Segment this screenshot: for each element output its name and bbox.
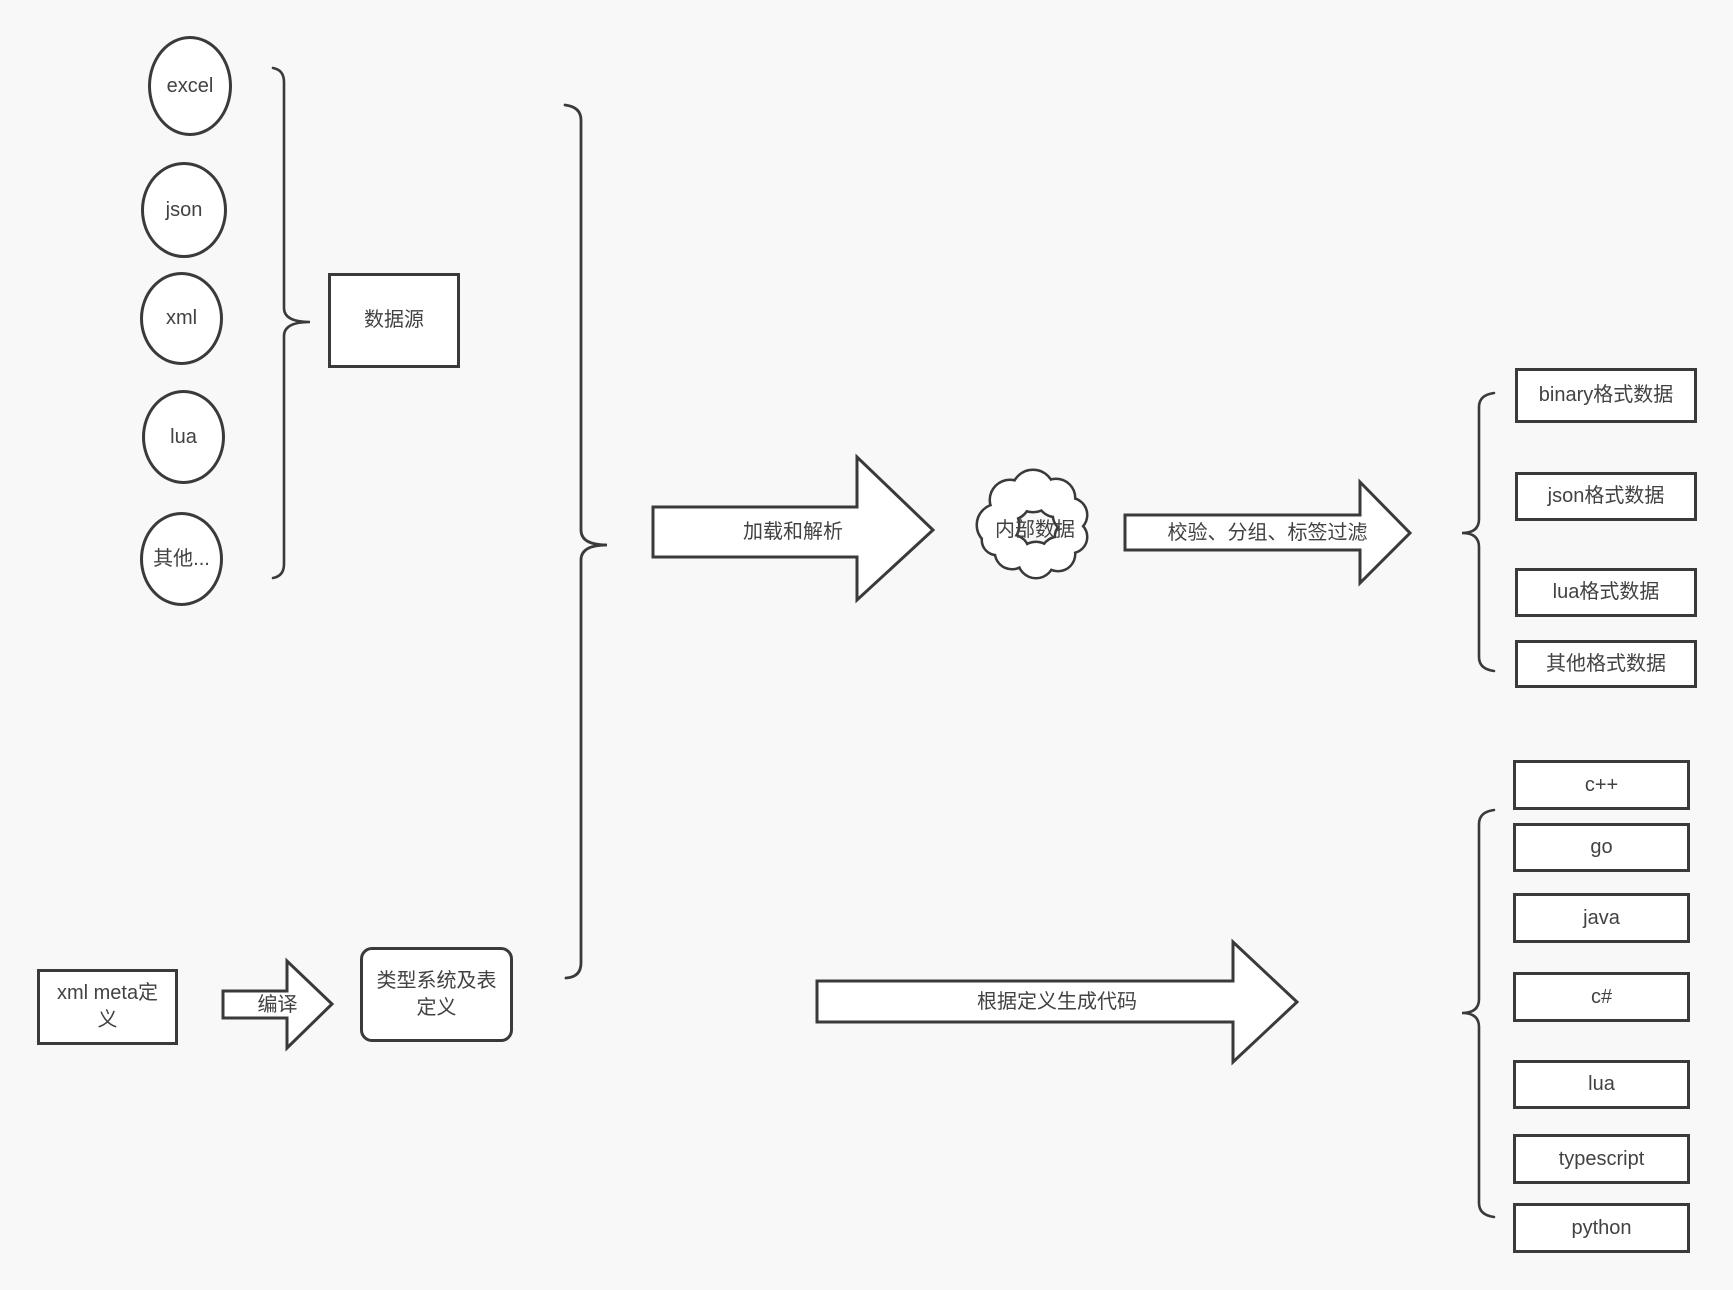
source-label: 其他... — [153, 547, 210, 570]
format-label: lua格式数据 — [1552, 581, 1660, 603]
format-label: 其他格式数据 — [1546, 652, 1666, 675]
xml-meta-label: xml meta定义 — [56, 982, 159, 1031]
filter-arrow-label: 校验、分组、标签过滤 — [1167, 521, 1368, 544]
datasource-box: 数据源 — [328, 273, 460, 368]
language-label: lua — [1588, 1073, 1615, 1095]
datasource-label: 数据源 — [364, 309, 424, 331]
language-box-typescript: typescript — [1513, 1134, 1690, 1184]
source-ellipse-lua: lua — [142, 390, 225, 484]
load-arrow — [651, 453, 936, 604]
codegen-arrow-label: 根据定义生成代码 — [977, 990, 1137, 1013]
language-box-csharp: c# — [1513, 972, 1690, 1022]
type-system-label: 类型系统及表定义 — [376, 969, 497, 1019]
sources-brace — [271, 66, 311, 580]
language-label: python — [1571, 1216, 1632, 1239]
main-brace — [563, 103, 608, 980]
source-label: xml — [165, 307, 198, 329]
type-system-box: 类型系统及表定义 — [360, 947, 513, 1042]
source-ellipse-xml: xml — [140, 272, 223, 365]
cloud-label: 内部数据 — [995, 519, 1075, 541]
language-label: c# — [1590, 985, 1613, 1008]
language-box-java: java — [1513, 893, 1690, 943]
xml-meta-box: xml meta定义 — [37, 969, 178, 1045]
source-ellipse-other: 其他... — [140, 512, 223, 606]
language-label: c++ — [1584, 773, 1619, 796]
format-label: binary格式数据 — [1538, 384, 1674, 406]
formats-brace — [1461, 391, 1496, 673]
format-box-other: 其他格式数据 — [1515, 640, 1697, 688]
compile-arrow-label: 编译 — [257, 993, 298, 1016]
format-label: json格式数据 — [1547, 485, 1665, 507]
language-box-lua: lua — [1513, 1060, 1690, 1109]
language-box-python: python — [1513, 1203, 1690, 1253]
language-box-cpp: c++ — [1513, 760, 1690, 810]
source-label: json — [165, 198, 203, 221]
languages-brace — [1461, 808, 1496, 1219]
language-label: java — [1583, 906, 1620, 929]
source-ellipse-json: json — [141, 162, 227, 258]
format-box-binary: binary格式数据 — [1515, 368, 1697, 423]
language-label: typescript — [1558, 1147, 1645, 1170]
filter-arrow — [1123, 478, 1413, 587]
source-label: excel — [166, 74, 214, 97]
format-box-lua: lua格式数据 — [1515, 568, 1697, 617]
source-ellipse-excel: excel — [148, 36, 232, 136]
codegen-arrow — [815, 938, 1300, 1066]
compile-arrow — [221, 957, 335, 1052]
language-label: go — [1590, 836, 1613, 858]
source-label: lua — [170, 425, 197, 448]
format-box-json: json格式数据 — [1515, 472, 1697, 521]
language-box-go: go — [1513, 823, 1690, 872]
load-arrow-label: 加载和解析 — [743, 521, 843, 543]
